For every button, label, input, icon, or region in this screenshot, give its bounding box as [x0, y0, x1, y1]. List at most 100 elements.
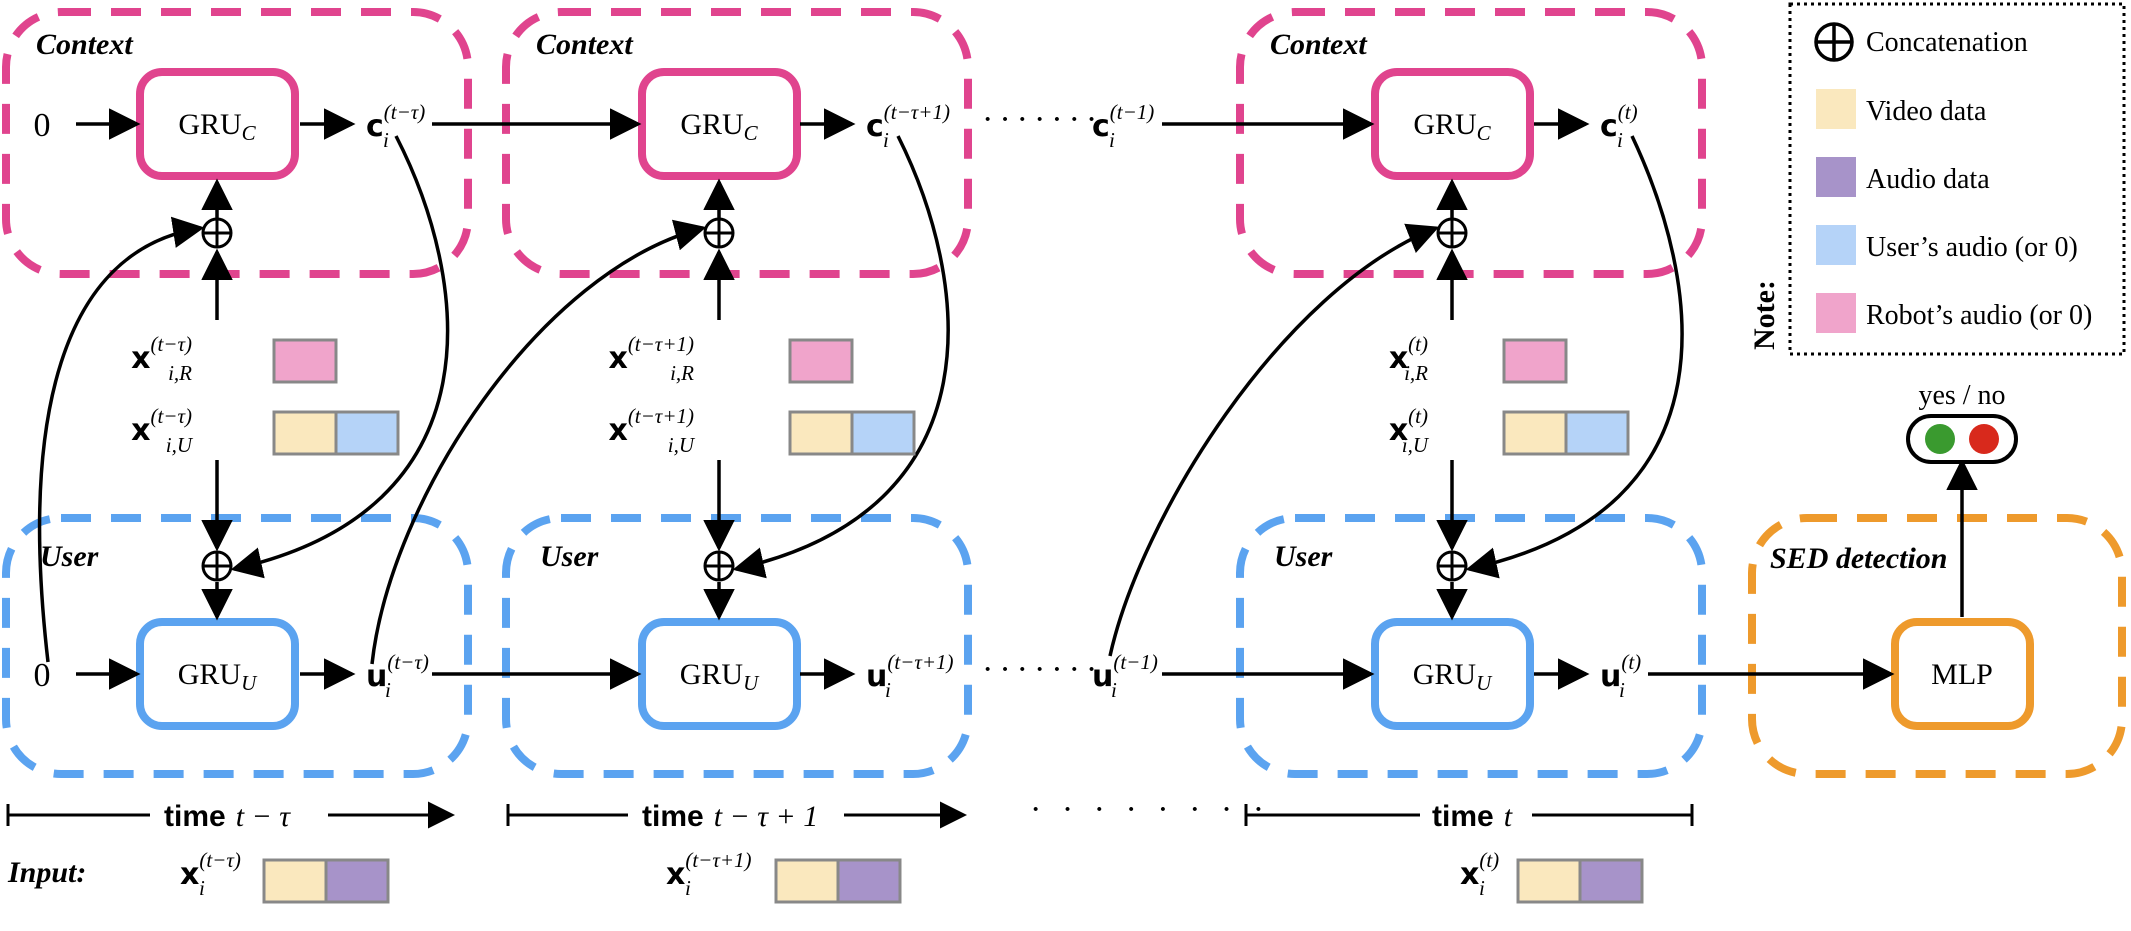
context-ellipsis: ······· [982, 101, 1103, 138]
svg-text:x(t−τ)i: x(t−τ)i [180, 848, 241, 900]
legend-video-swatch [1816, 89, 1856, 129]
input-2: x(t−τ+1)i [666, 848, 902, 904]
context-state-2: c(t−τ+1)i [866, 100, 950, 152]
context-state-4: c(t)i [1600, 100, 1638, 152]
user-state-2: u(t−τ+1)i [866, 650, 954, 702]
legend-robot-audio-swatch [1816, 293, 1856, 333]
mlp-box [1891, 618, 2034, 730]
concat-node-u2 [703, 550, 735, 582]
legend-title: Note: [1748, 280, 1781, 350]
svg-text:x(t−τ): x(t−τ) [131, 332, 192, 376]
legend-video-label: Video data [1866, 96, 1987, 127]
user-region-2 [502, 514, 972, 778]
gru-u-label-1: GRUU [178, 658, 258, 695]
svg-text:i,U: i,U [1402, 433, 1430, 457]
horizontal-arrows [76, 108, 1978, 690]
svg-text:x(t)i: x(t)i [1460, 848, 1499, 900]
context-title-2: Context [536, 28, 634, 61]
gru-c-label-2: GRUC [680, 108, 758, 145]
feature-robot-3: x(t) i,R [1389, 332, 1568, 385]
user-state-3: u(t−1)i [1092, 650, 1158, 702]
context-title-1: Context [36, 28, 134, 61]
output-label: yes / no [1918, 380, 2005, 411]
svg-text:x(t): x(t) [1389, 404, 1428, 448]
concatenation-icon [1814, 22, 1854, 62]
user-title-3: User [1274, 540, 1333, 573]
user-title-1: User [40, 540, 99, 573]
no-indicator-icon [1969, 424, 1999, 454]
legend: Note: Concatenation Video data Audio dat… [1748, 2, 2126, 356]
svg-text:i,U: i,U [166, 433, 194, 457]
feature-robot-1: x(t−τ) i,R [131, 332, 338, 385]
gru-u-boxes [136, 618, 1534, 730]
context-regions [2, 8, 1706, 278]
user-ellipsis: ······· [982, 651, 1103, 688]
mlp-label: MLP [1931, 658, 1993, 691]
context-region-2 [502, 8, 972, 278]
feature-user-3: x(t) i,U [1389, 404, 1630, 457]
concat-node-u3 [1436, 550, 1468, 582]
user-region-3 [1236, 514, 1706, 778]
gru-c-boxes [136, 68, 1534, 180]
user-state-4: u(t)i [1600, 650, 1641, 702]
input-label: Input: [7, 856, 86, 889]
feature-robot-2: x(t−τ+1) i,R [608, 332, 854, 385]
svg-text:x(t−τ+1)i: x(t−τ+1)i [666, 848, 752, 900]
svg-text:i,R: i,R [670, 361, 694, 385]
svg-text:x(t−τ+1): x(t−τ+1) [608, 332, 694, 376]
concat-node-c2 [703, 217, 735, 249]
context-state-1: c(t−τ)i [366, 100, 425, 152]
gru-c-box-2 [638, 68, 801, 180]
user-regions [2, 514, 1706, 778]
curved-arrows [37, 135, 1684, 665]
input-1: x(t−τ)i [180, 848, 390, 904]
gru-c-box-3 [1371, 68, 1534, 180]
svg-text:x(t−τ): x(t−τ) [131, 404, 192, 448]
initial-user-zero: 0 [34, 657, 51, 694]
gru-u-label-3: GRUU [1413, 658, 1493, 695]
initial-context-zero: 0 [34, 107, 51, 144]
concat-node-c1 [201, 217, 233, 249]
legend-user-audio-swatch [1816, 225, 1856, 265]
svg-text:x(t−τ+1): x(t−τ+1) [608, 404, 694, 448]
legend-user-audio-label: User’s audio (or 0) [1866, 232, 2078, 263]
gru-u-box-2 [638, 618, 801, 730]
concat-node-c3 [1436, 217, 1468, 249]
context-region-1 [2, 8, 472, 278]
sed-title: SED detection [1770, 542, 1948, 575]
input-3: x(t)i [1460, 848, 1644, 904]
gru-u-box-3 [1371, 618, 1534, 730]
concat-node-u1 [201, 550, 233, 582]
gru-c-label-3: GRUC [1413, 108, 1491, 145]
context-state-3: c(t−1)i [1092, 100, 1154, 152]
timeline-ellipsis: · · · · · · · · [1030, 791, 1270, 828]
user-state-1: u(t−τ)i [366, 650, 429, 702]
yes-indicator-icon [1925, 424, 1955, 454]
context-region-3 [1236, 8, 1706, 278]
svg-text:i,U: i,U [668, 433, 696, 457]
legend-audio-label: Audio data [1866, 164, 1990, 195]
concat-nodes [201, 217, 1468, 582]
output-indicator [1906, 414, 2018, 464]
gru-u-label-2: GRUU [680, 658, 760, 695]
context-title-3: Context [1270, 28, 1368, 61]
legend-audio-swatch [1816, 157, 1856, 197]
svg-text:i,R: i,R [168, 361, 192, 385]
gru-c-label-1: GRUC [178, 108, 256, 145]
legend-robot-audio-label: Robot’s audio (or 0) [1866, 300, 2092, 331]
feature-user-2: x(t−τ+1) i,U [608, 404, 916, 457]
legend-concat-label: Concatenation [1866, 27, 2028, 58]
vertical-arrows [201, 178, 1468, 621]
svg-text:x(t): x(t) [1389, 332, 1428, 376]
user-title-2: User [540, 540, 599, 573]
sed-region [1748, 514, 2126, 778]
svg-text:i,R: i,R [1404, 361, 1428, 385]
feature-user-1: x(t−τ) i,U [131, 404, 400, 457]
